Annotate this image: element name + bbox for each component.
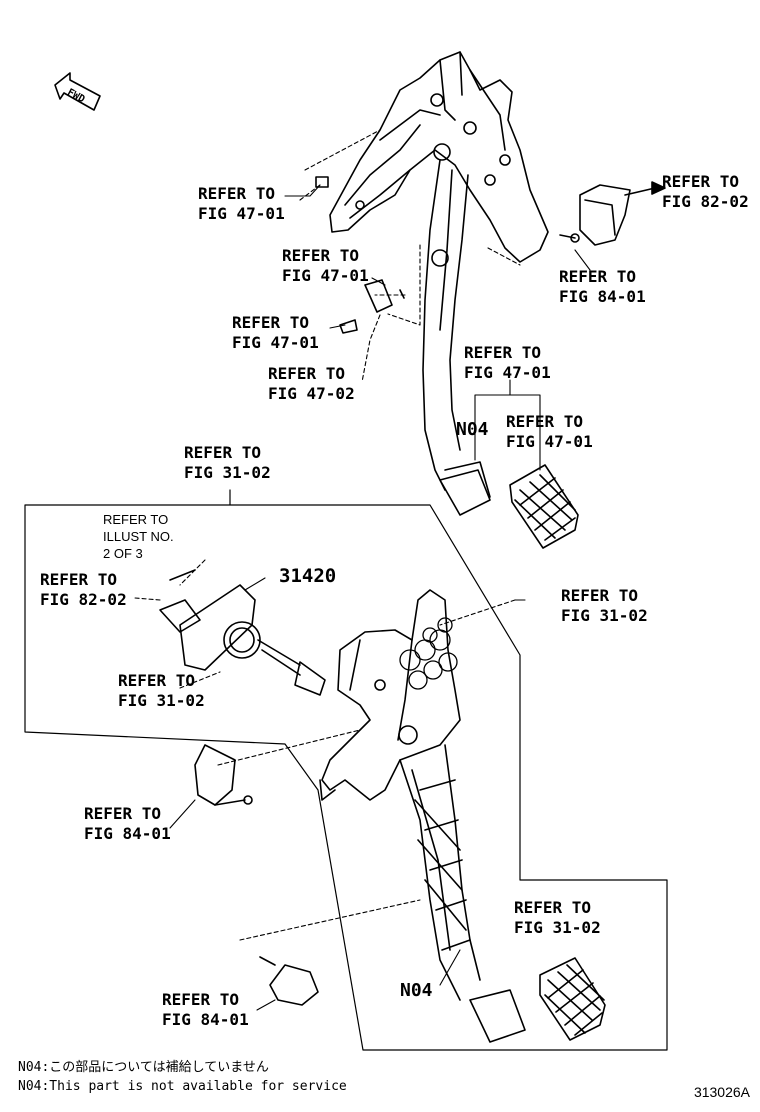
clutch-master-cylinder	[159, 569, 326, 696]
part-number-31420: 31420	[279, 565, 337, 587]
illustration-id: 313026A	[693, 1084, 750, 1100]
lower-boundary-frame	[24, 489, 668, 1051]
upper-leaders	[284, 184, 591, 471]
upper-pedal-pad	[509, 464, 579, 549]
upper-pedal-arm	[422, 159, 491, 516]
lower-leaders	[169, 577, 526, 1011]
lower-dashed-leaders	[134, 559, 516, 941]
upper-small-parts	[315, 176, 405, 334]
note-en: N04:This part is not available for servi…	[18, 1079, 347, 1094]
upper-dashed-leaders	[299, 129, 521, 383]
n04-label-upper: N04	[456, 419, 489, 440]
upper-pedal-bracket	[329, 51, 549, 263]
assist-springs	[399, 617, 458, 690]
note-jp: N04:この部品については補給していません	[18, 1060, 269, 1075]
lower-switch-bottom	[259, 956, 319, 1006]
upper-stop-switch	[559, 181, 666, 246]
fwd-arrow-icon	[54, 72, 101, 111]
lower-pedal-pad	[539, 957, 606, 1041]
lower-switch-middle	[194, 744, 253, 806]
n04-label-lower: N04	[400, 980, 433, 1001]
